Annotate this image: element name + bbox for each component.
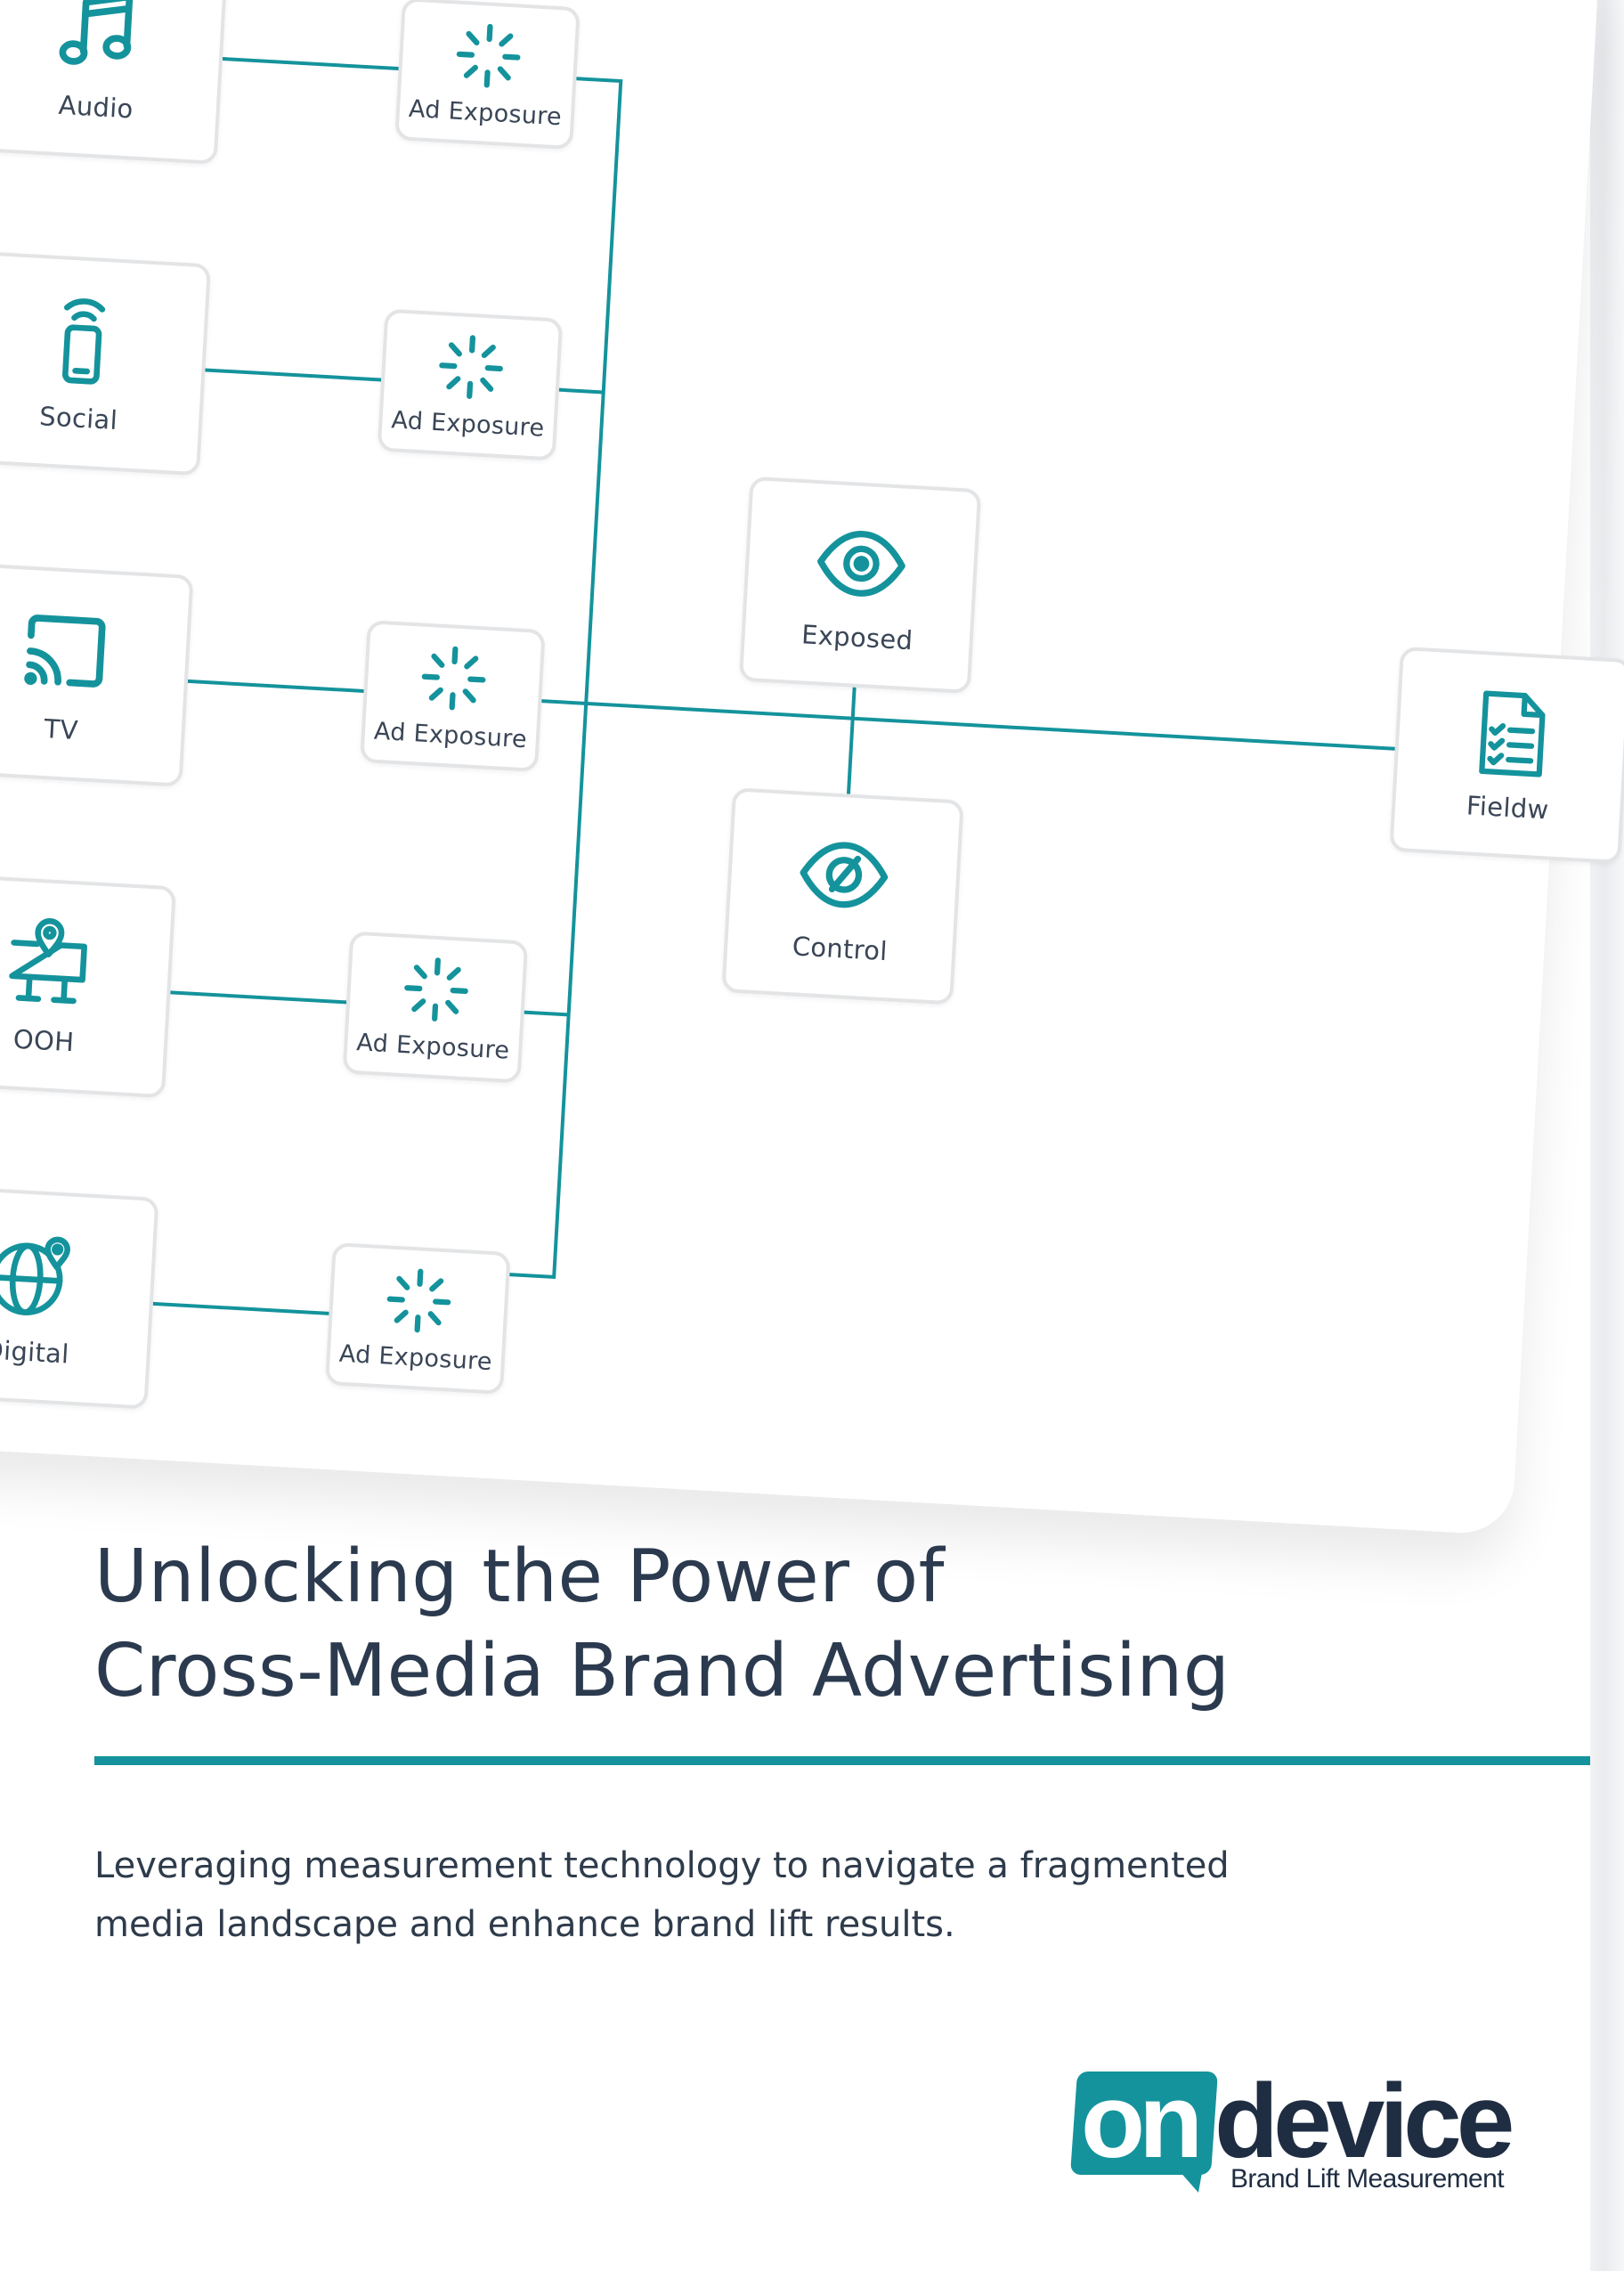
- eye-off-icon: [800, 842, 889, 908]
- exposed-group-node: Exposed: [738, 476, 982, 694]
- loading-spinner-icon: [439, 334, 503, 399]
- media-label: Digital: [0, 1334, 70, 1370]
- loading-spinner-icon: [421, 646, 486, 710]
- connector-digital: [152, 1301, 329, 1315]
- loading-spinner-icon: [404, 956, 468, 1022]
- title-line-2: Cross-Media Brand Advertising: [94, 1629, 1230, 1713]
- cross-media-diagram: Audio Social T: [0, 0, 1624, 1410]
- media-node-digital: Digital: [0, 1184, 159, 1410]
- checklist-document-icon: [1479, 690, 1546, 777]
- connector-social: [205, 368, 382, 382]
- logo-tagline: Brand Lift Measurement: [1230, 2164, 1505, 2194]
- logo-wordmark-device: device: [1214, 2063, 1514, 2180]
- exposure-label: Ad Exposure: [373, 717, 528, 753]
- media-label: TV: [43, 713, 79, 746]
- control-label: Control: [791, 931, 889, 967]
- connector-exposed-control: [846, 687, 857, 794]
- subtitle-line-2: media landscape and enhance brand lift r…: [94, 1904, 955, 1945]
- page-title: Unlocking the Power of Cross-Media Brand…: [94, 1530, 1230, 1719]
- media-node-audio: Audio: [0, 0, 229, 165]
- control-group-node: Control: [721, 787, 964, 1005]
- loading-spinner-icon: [456, 23, 521, 87]
- connector-social-exposure: [558, 387, 604, 395]
- music-note-icon: [59, 0, 134, 65]
- exposure-node-digital: Ad Exposure: [325, 1241, 511, 1395]
- eye-icon: [817, 531, 905, 597]
- globe-location-icon: [0, 1236, 70, 1315]
- connector-audio-exposure: [509, 77, 623, 1280]
- logo-bubble-tail: [1172, 2162, 1204, 2193]
- ondevice-logo: on device Brand Lift Measurement: [1069, 2063, 1519, 2198]
- cast-tv-icon: [24, 615, 106, 688]
- logo-wordmark-on: on: [1081, 2063, 1203, 2180]
- fieldwork-node: Fieldw: [1389, 646, 1624, 865]
- page-subtitle: Leveraging measurement technology to nav…: [94, 1836, 1230, 1954]
- title-line-1: Unlocking the Power of: [94, 1534, 946, 1619]
- connector-ooh: [170, 990, 347, 1005]
- connector-tv-fieldwork: [541, 699, 1395, 751]
- media-label: Social: [38, 401, 118, 436]
- page-edge-shadow: [1590, 0, 1624, 2271]
- media-label: OOH: [12, 1023, 76, 1058]
- connector-ooh-exposure: [524, 1010, 569, 1017]
- subtitle-line-1: Leveraging measurement technology to nav…: [94, 1845, 1230, 1886]
- billboard-location-icon: [9, 918, 87, 1005]
- media-node-social: Social: [0, 250, 212, 476]
- fieldwork-label: Fieldw: [1466, 790, 1550, 826]
- title-divider: [94, 1756, 1590, 1765]
- exposure-node-ooh: Ad Exposure: [342, 931, 529, 1084]
- media-label: Audio: [57, 89, 134, 125]
- exposure-label: Ad Exposure: [390, 405, 546, 443]
- loading-spinner-icon: [386, 1268, 451, 1332]
- connector-audio: [222, 57, 399, 71]
- exposed-label: Exposed: [800, 619, 914, 656]
- diagram-connectors: [152, 57, 1395, 1315]
- exposure-label: Ad Exposure: [355, 1028, 511, 1065]
- exposure-label: Ad Exposure: [338, 1339, 493, 1376]
- exposure-node-social: Ad Exposure: [377, 308, 564, 461]
- connector-tv: [187, 679, 364, 693]
- exposure-label: Ad Exposure: [408, 94, 563, 131]
- exposure-node-tv: Ad Exposure: [360, 620, 546, 773]
- media-node-tv: TV: [0, 561, 194, 787]
- media-node-ooh: OOH: [0, 873, 176, 1099]
- exposure-node-audio: Ad Exposure: [394, 0, 581, 151]
- smartphone-signal-icon: [62, 298, 106, 385]
